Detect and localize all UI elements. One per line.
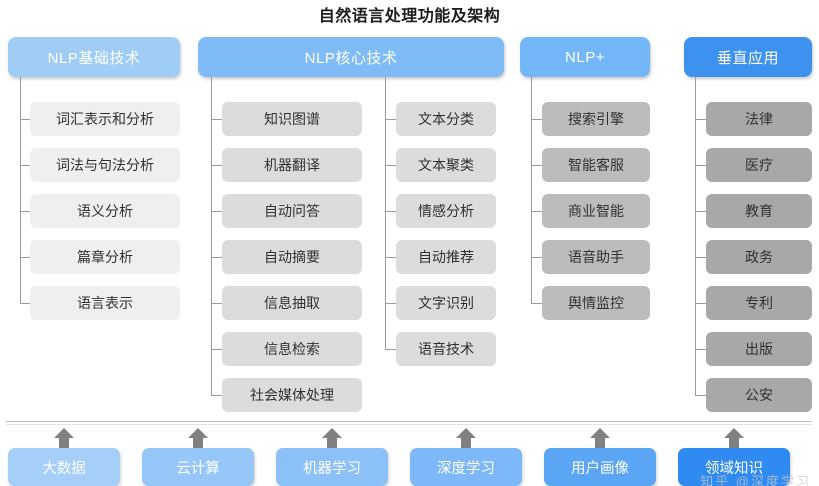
connector-branch-c1-g1-2 xyxy=(20,165,30,166)
connector-branch-c1-g1-5 xyxy=(20,303,30,304)
connector-branch-c4-g1-5 xyxy=(695,303,706,304)
column-header-4[interactable]: 垂直应用 xyxy=(684,37,812,77)
leaf-c2-g1-4[interactable]: 自动摘要 xyxy=(222,240,362,274)
leaf-c2-g2-2[interactable]: 文本聚类 xyxy=(396,148,496,182)
connector-branch-c4-g1-6 xyxy=(695,349,706,350)
leaf-c4-g1-5[interactable]: 专利 xyxy=(706,286,812,320)
connector-branch-c3-g1-3 xyxy=(531,211,542,212)
foundation-item-2[interactable]: 云计算 xyxy=(142,448,254,486)
up-arrow-2 xyxy=(187,427,209,453)
leaf-c3-g1-1[interactable]: 搜索引擎 xyxy=(542,102,650,136)
foundation-item-5[interactable]: 用户画像 xyxy=(544,448,656,486)
leaf-c2-g1-5[interactable]: 信息抽取 xyxy=(222,286,362,320)
connector-stem-c2-g1 xyxy=(211,77,212,395)
column-header-3[interactable]: NLP+ xyxy=(520,37,650,77)
foundation-divider-line xyxy=(6,421,812,422)
connector-branch-c2-g1-1 xyxy=(211,119,222,120)
leaf-c2-g2-3[interactable]: 情感分析 xyxy=(396,194,496,228)
up-arrow-3 xyxy=(321,427,343,453)
foundation-item-1[interactable]: 大数据 xyxy=(8,448,120,486)
connector-branch-c2-g2-4 xyxy=(385,257,396,258)
connector-branch-c1-g1-3 xyxy=(20,211,30,212)
foundation-divider-line-shadow xyxy=(6,424,812,425)
leaf-c4-g1-2[interactable]: 医疗 xyxy=(706,148,812,182)
leaf-c2-g2-6[interactable]: 语音技术 xyxy=(396,332,496,366)
connector-branch-c2-g2-2 xyxy=(385,165,396,166)
leaf-c4-g1-6[interactable]: 出版 xyxy=(706,332,812,366)
leaf-c3-g1-4[interactable]: 语音助手 xyxy=(542,240,650,274)
leaf-c2-g1-1[interactable]: 知识图谱 xyxy=(222,102,362,136)
connector-branch-c2-g2-6 xyxy=(385,349,396,350)
connector-branch-c4-g1-1 xyxy=(695,119,706,120)
connector-stem-c1-g1 xyxy=(20,77,21,303)
up-arrow-1 xyxy=(53,427,75,453)
foundation-item-3[interactable]: 机器学习 xyxy=(276,448,388,486)
leaf-c2-g1-6[interactable]: 信息检索 xyxy=(222,332,362,366)
leaf-c2-g1-3[interactable]: 自动问答 xyxy=(222,194,362,228)
up-arrow-6 xyxy=(723,427,745,453)
connector-branch-c3-g1-2 xyxy=(531,165,542,166)
leaf-c2-g2-1[interactable]: 文本分类 xyxy=(396,102,496,136)
connector-stem-c3-g1 xyxy=(531,77,532,303)
connector-branch-c3-g1-5 xyxy=(531,303,542,304)
leaf-c2-g2-5[interactable]: 文字识别 xyxy=(396,286,496,320)
column-header-2[interactable]: NLP核心技术 xyxy=(198,37,504,77)
leaf-c2-g1-2[interactable]: 机器翻译 xyxy=(222,148,362,182)
leaf-c4-g1-7[interactable]: 公安 xyxy=(706,378,812,412)
connector-branch-c2-g2-3 xyxy=(385,211,396,212)
leaf-c1-g1-3[interactable]: 语义分析 xyxy=(30,194,180,228)
connector-branch-c2-g1-5 xyxy=(211,303,222,304)
leaf-c4-g1-1[interactable]: 法律 xyxy=(706,102,812,136)
connector-branch-c4-g1-3 xyxy=(695,211,706,212)
connector-branch-c3-g1-4 xyxy=(531,257,542,258)
column-header-1[interactable]: NLP基础技术 xyxy=(8,37,180,77)
connector-branch-c4-g1-4 xyxy=(695,257,706,258)
leaf-c4-g1-3[interactable]: 教育 xyxy=(706,194,812,228)
connector-branch-c3-g1-1 xyxy=(531,119,542,120)
connector-branch-c2-g1-2 xyxy=(211,165,222,166)
leaf-c1-g1-5[interactable]: 语言表示 xyxy=(30,286,180,320)
leaf-c1-g1-2[interactable]: 词法与句法分析 xyxy=(30,148,180,182)
connector-branch-c2-g1-3 xyxy=(211,211,222,212)
foundation-item-4[interactable]: 深度学习 xyxy=(410,448,522,486)
connector-branch-c2-g1-6 xyxy=(211,349,222,350)
connector-stem-c4-g1 xyxy=(695,77,696,395)
up-arrow-4 xyxy=(455,427,477,453)
leaf-c3-g1-2[interactable]: 智能客服 xyxy=(542,148,650,182)
leaf-c1-g1-4[interactable]: 篇章分析 xyxy=(30,240,180,274)
leaf-c1-g1-1[interactable]: 词汇表示和分析 xyxy=(30,102,180,136)
leaf-c2-g1-7[interactable]: 社会媒体处理 xyxy=(222,378,362,412)
connector-branch-c2-g2-1 xyxy=(385,119,396,120)
leaf-c3-g1-3[interactable]: 商业智能 xyxy=(542,194,650,228)
connector-branch-c2-g1-4 xyxy=(211,257,222,258)
leaf-c3-g1-5[interactable]: 舆情监控 xyxy=(542,286,650,320)
leaf-c4-g1-4[interactable]: 政务 xyxy=(706,240,812,274)
watermark: 知乎 @深度学习 xyxy=(700,474,811,486)
foundation-item-6[interactable]: 领域知识 xyxy=(678,448,790,486)
connector-branch-c4-g1-7 xyxy=(695,395,706,396)
connector-branch-c4-g1-2 xyxy=(695,165,706,166)
leaf-c2-g2-4[interactable]: 自动推荐 xyxy=(396,240,496,274)
connector-branch-c2-g2-5 xyxy=(385,303,396,304)
up-arrow-5 xyxy=(589,427,611,453)
connector-branch-c1-g1-1 xyxy=(20,119,30,120)
connector-branch-c2-g1-7 xyxy=(211,395,222,396)
page-title: 自然语言处理功能及架构 xyxy=(318,8,501,25)
connector-branch-c1-g1-4 xyxy=(20,257,30,258)
connector-stem-c2-g2 xyxy=(385,77,386,349)
